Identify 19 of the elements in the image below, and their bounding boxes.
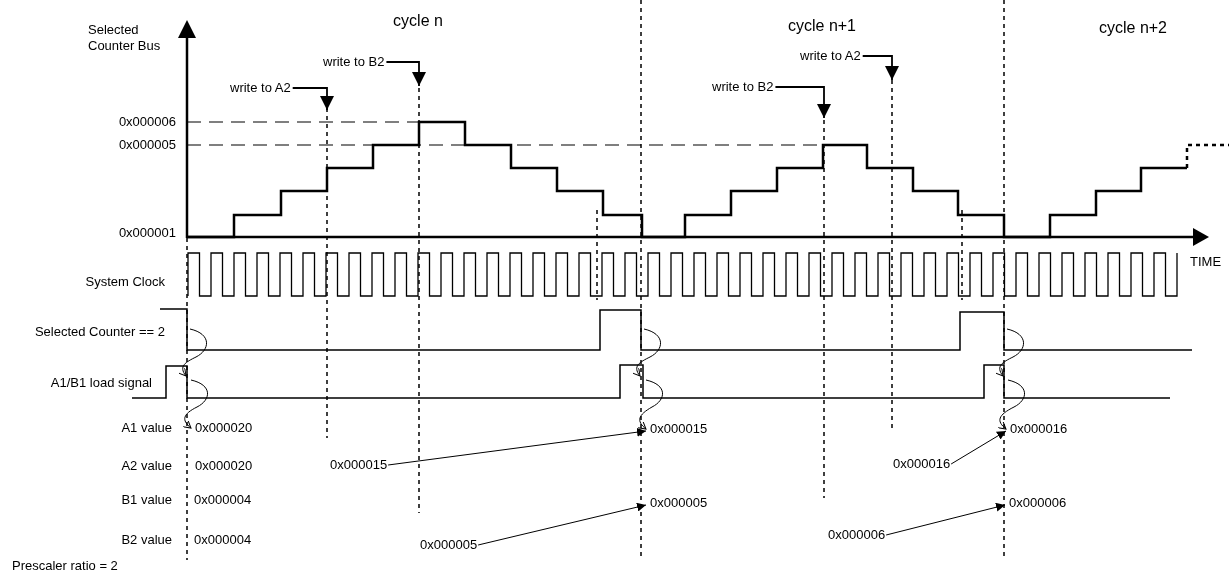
signal-name: A1 value <box>121 420 172 436</box>
signal-name: Selected Counter == 2 <box>34 324 165 340</box>
axis-label: TIME <box>1190 254 1222 270</box>
value-text: 0x000004 <box>194 532 252 548</box>
cycle-label: cycle n+1 <box>788 15 856 35</box>
cycle-label: cycle n+2 <box>1099 17 1167 37</box>
axis-value: 0x000005 <box>118 137 176 153</box>
value-text: 0x000020 <box>195 458 253 474</box>
axis-value: 0x000006 <box>118 114 176 130</box>
note: Prescaler ratio = 2 <box>12 558 118 574</box>
axis-title: Selected Counter Bus <box>88 22 162 54</box>
signal-name: System Clock <box>85 274 165 290</box>
signal-name: B2 value <box>121 532 172 548</box>
value-text: 0x000004 <box>194 492 252 508</box>
signal-name: B1 value <box>121 492 172 508</box>
cycle-label: cycle n <box>393 10 443 30</box>
signal-name: A2 value <box>121 458 172 474</box>
axis-value: 0x000001 <box>118 225 176 241</box>
signal-name: A1/B1 load signal <box>50 375 152 391</box>
